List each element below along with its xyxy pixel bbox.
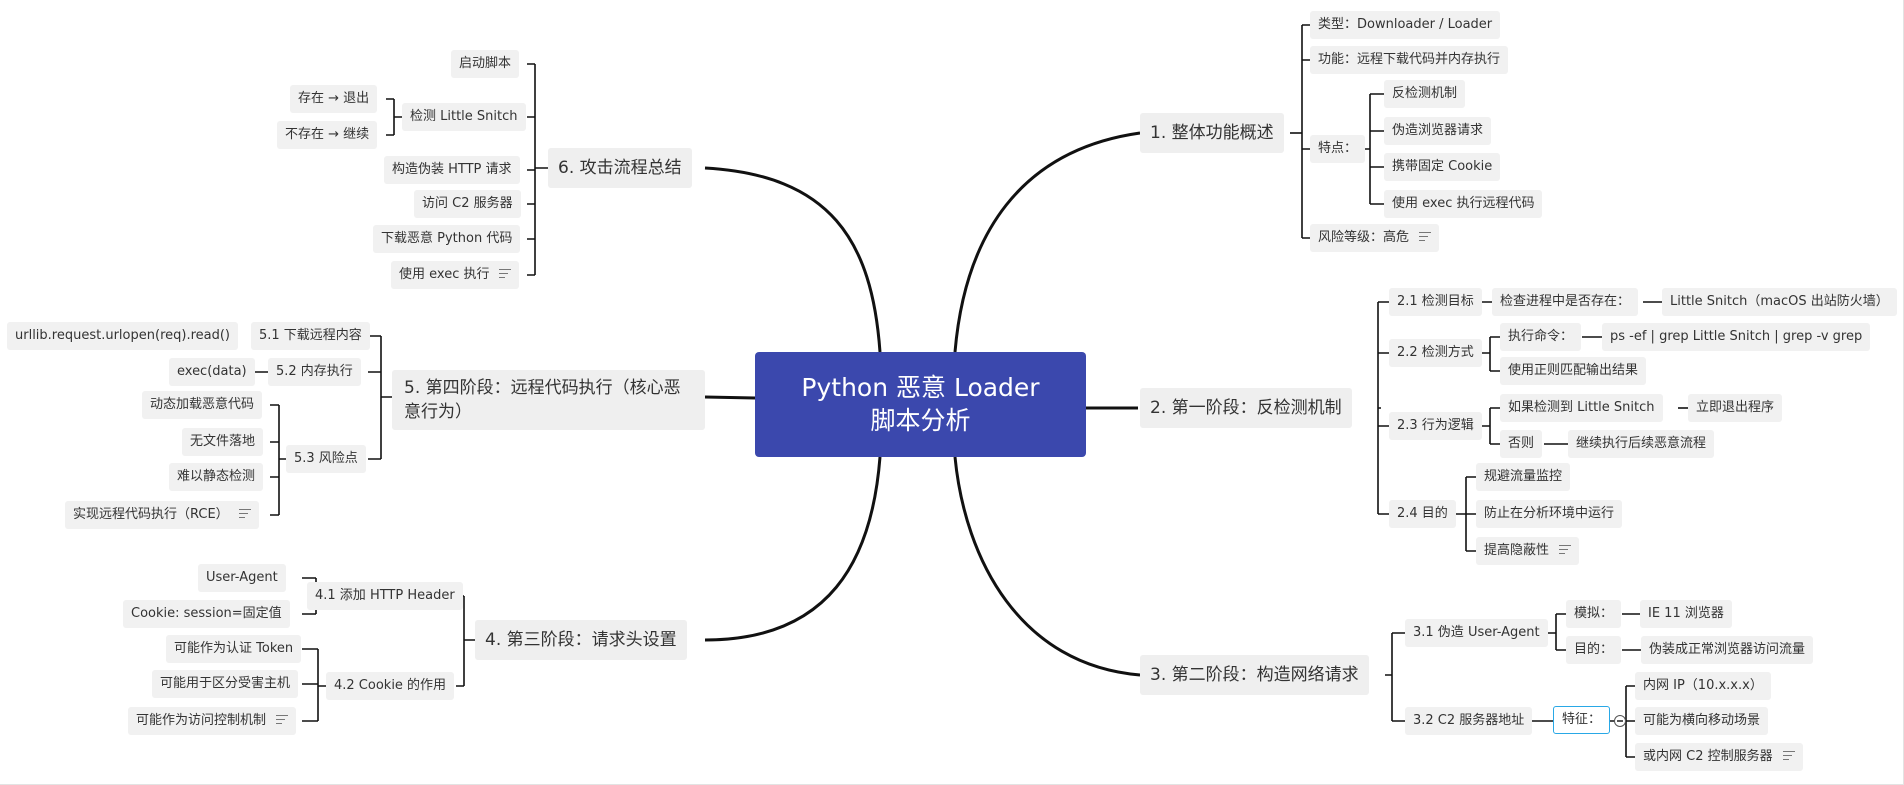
root-title-line2: 脚本分析	[870, 405, 971, 435]
memory-exec[interactable]: 5.2 内存执行	[268, 358, 361, 386]
purpose-stealth[interactable]: 提高隐蔽性	[1476, 537, 1580, 565]
download-remote-content[interactable]: 5.1 下载远程内容	[251, 322, 370, 350]
overview-features-label[interactable]: 特点：	[1310, 135, 1366, 163]
c2-lateral-movement[interactable]: 可能为横向移动场景	[1635, 707, 1769, 735]
exec-call[interactable]: exec(data)	[169, 358, 255, 386]
root-title-line1: Python 恶意 Loader	[801, 373, 1040, 402]
ua-mock-ie11[interactable]: IE 11 浏览器	[1640, 600, 1732, 628]
flow-exec[interactable]: 使用 exec 执行	[391, 261, 520, 289]
ua-goal-label[interactable]: 目的：	[1566, 636, 1622, 664]
flow-access-c2[interactable]: 访问 C2 服务器	[414, 190, 521, 218]
flow-download-python[interactable]: 下载恶意 Python 代码	[373, 225, 521, 253]
c2-internal-server-text: 或内网 C2 控制服务器	[1643, 749, 1773, 764]
note-icon[interactable]	[238, 509, 251, 518]
add-http-header[interactable]: 4.1 添加 HTTP Header	[307, 582, 463, 610]
risk-rce-text: 实现远程代码执行（RCE）	[73, 507, 229, 522]
risk-points[interactable]: 5.3 风险点	[286, 445, 366, 473]
detect-target-check[interactable]: 检查进程中是否存在：	[1492, 288, 1639, 316]
purpose-evade-monitoring[interactable]: 规避流量监控	[1476, 463, 1571, 491]
note-icon[interactable]	[1419, 232, 1432, 241]
flow-exec-text: 使用 exec 执行	[399, 267, 490, 282]
overview-type[interactable]: 类型：Downloader / Loader	[1310, 11, 1501, 39]
cookie-auth-token[interactable]: 可能作为认证 Token	[166, 635, 302, 663]
topic-remote-exec[interactable]: 5. 第四阶段：远程代码执行（核心恶意行为）	[392, 370, 705, 430]
feature-anti-detection[interactable]: 反检测机制	[1384, 80, 1466, 108]
risk-fileless[interactable]: 无文件落地	[182, 428, 264, 456]
ua-goal[interactable]: 伪装成正常浏览器访问流量	[1641, 636, 1814, 664]
flow-exists-exit[interactable]: 存在 → 退出	[290, 85, 378, 113]
detect-target[interactable]: 2.1 检测目标	[1389, 288, 1482, 316]
feature-fixed-cookie[interactable]: 携带固定 Cookie	[1384, 153, 1501, 181]
flow-build-fake-request[interactable]: 构造伪装 HTTP 请求	[384, 156, 520, 184]
detect-cmd[interactable]: ps -ef | grep Little Snitch | grep -v gr…	[1602, 323, 1871, 351]
c2-server-address[interactable]: 3.2 C2 服务器地址	[1405, 707, 1533, 735]
c2-internal-server[interactable]: 或内网 C2 控制服务器	[1635, 743, 1803, 771]
note-icon[interactable]	[1559, 545, 1572, 554]
cookie-purpose[interactable]: 4.2 Cookie 的作用	[326, 672, 455, 700]
fake-user-agent[interactable]: 3.1 伪造 User-Agent	[1405, 619, 1548, 647]
topic-network-request[interactable]: 3. 第二阶段：构造网络请求	[1140, 655, 1369, 695]
flow-start-script[interactable]: 启动脚本	[451, 50, 520, 78]
topic-overview[interactable]: 1. 整体功能概述	[1140, 113, 1284, 153]
cookie-access-control-text: 可能作为访问控制机制	[136, 713, 267, 728]
feature-fake-browser[interactable]: 伪造浏览器请求	[1384, 117, 1492, 145]
purpose-avoid-analysis[interactable]: 防止在分析环境中运行	[1476, 500, 1623, 528]
topic-attack-flow[interactable]: 6. 攻击流程总结	[548, 148, 692, 188]
note-icon[interactable]	[1782, 751, 1795, 760]
cookie-victim-id[interactable]: 可能用于区分受害主机	[152, 670, 299, 698]
behavior-if-found[interactable]: 如果检测到 Little Snitch	[1500, 394, 1663, 422]
flow-detect-little-snitch[interactable]: 检测 Little Snitch	[402, 103, 526, 131]
urlopen-call[interactable]: urllib.request.urlopen(req).read()	[7, 322, 238, 350]
behavior-exit[interactable]: 立即退出程序	[1688, 394, 1783, 422]
header-user-agent[interactable]: User-Agent	[198, 564, 286, 592]
behavior-continue[interactable]: 继续执行后续恶意流程	[1568, 430, 1715, 458]
risk-static-evasion[interactable]: 难以静态检测	[169, 463, 264, 491]
topic-headers[interactable]: 4. 第三阶段：请求头设置	[475, 620, 687, 660]
purpose[interactable]: 2.4 目的	[1389, 500, 1456, 528]
detect-target-little-snitch[interactable]: Little Snitch（macOS 出站防火墙）	[1662, 288, 1897, 316]
flow-not-exists-continue[interactable]: 不存在 → 继续	[277, 121, 378, 149]
note-icon[interactable]	[499, 269, 512, 278]
ua-mock-label[interactable]: 模拟：	[1566, 600, 1622, 628]
c2-internal-ip[interactable]: 内网 IP（10.x.x.x）	[1635, 672, 1771, 700]
feature-exec-remote[interactable]: 使用 exec 执行远程代码	[1384, 190, 1543, 218]
collapse-toggle-icon[interactable]	[1614, 715, 1626, 727]
behavior-logic[interactable]: 2.3 行为逻辑	[1389, 412, 1482, 440]
c2-features-label-selected[interactable]: 特征：	[1553, 706, 1611, 734]
note-icon[interactable]	[276, 715, 289, 724]
header-cookie[interactable]: Cookie: session=固定值	[123, 600, 290, 628]
behavior-else[interactable]: 否则	[1500, 430, 1543, 458]
risk-dynamic-load[interactable]: 动态加载恶意代码	[142, 391, 263, 419]
purpose-stealth-text: 提高隐蔽性	[1484, 543, 1550, 558]
overview-function[interactable]: 功能：远程下载代码并内存执行	[1310, 46, 1509, 74]
risk-text: 风险等级：高危	[1318, 230, 1410, 245]
overview-risk-level[interactable]: 风险等级：高危	[1310, 224, 1440, 252]
detect-cmd-label[interactable]: 执行命令：	[1500, 323, 1582, 351]
cookie-access-control[interactable]: 可能作为访问控制机制	[128, 707, 297, 735]
detect-method[interactable]: 2.2 检测方式	[1389, 339, 1482, 367]
root-topic[interactable]: Python 恶意 Loader 脚本分析	[755, 352, 1086, 457]
topic-anti-detection[interactable]: 2. 第一阶段：反检测机制	[1140, 388, 1352, 428]
risk-rce[interactable]: 实现远程代码执行（RCE）	[65, 501, 259, 529]
detect-regex[interactable]: 使用正则匹配输出结果	[1500, 357, 1647, 385]
